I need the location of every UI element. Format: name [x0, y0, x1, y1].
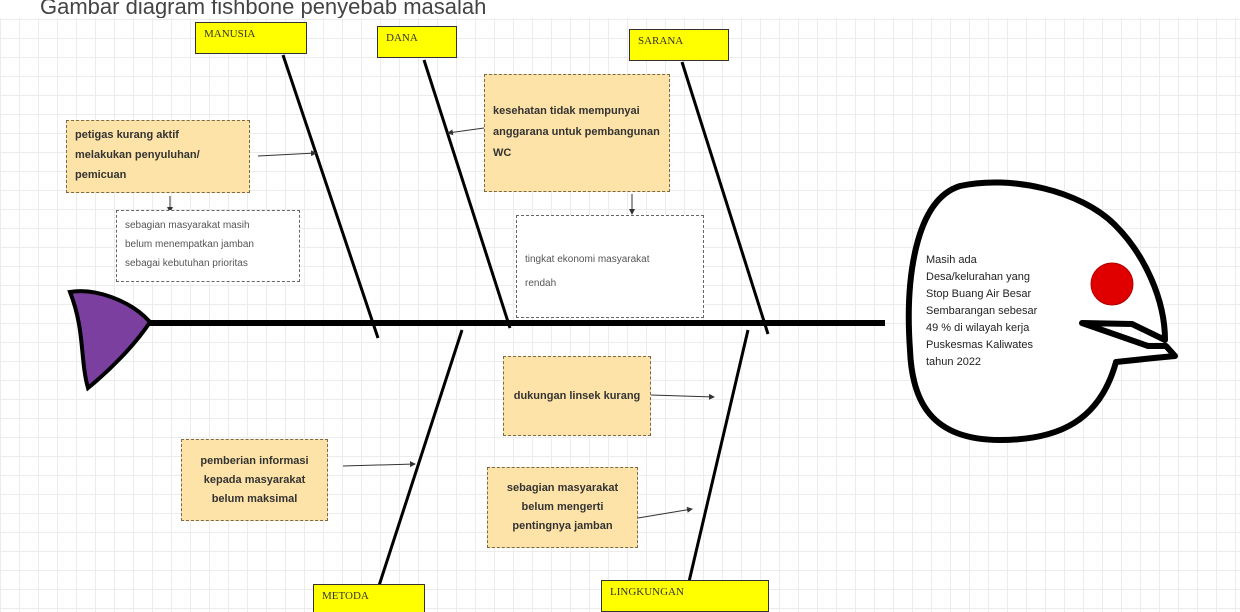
problem-line: Sembarangan sebesar	[926, 305, 1038, 317]
cause-line: petigas kurang aktif	[75, 129, 179, 141]
problem-line: Puskesmas Kaliwates	[926, 339, 1033, 351]
cause-line: sebagian masyarakat	[506, 482, 619, 494]
problem-statement: Masih ada Desa/kelurahan yang Stop Buang…	[926, 252, 1074, 371]
cause-line: pentingnya jamban	[512, 520, 613, 532]
category-label-metoda: METODA	[313, 584, 425, 612]
bone-metoda	[373, 329, 464, 599]
cause-line: belum mengerti	[521, 501, 604, 513]
note-line: sebagai kebutuhan prioritas	[125, 258, 248, 269]
problem-line: 49 % di wilayah kerja	[926, 322, 1030, 334]
category-label-dana: DANA	[377, 26, 457, 58]
category-label-manusia: MANUSIA	[195, 22, 307, 54]
cause-line: dukungan linsek kurang	[513, 389, 641, 402]
arrow-informasi	[342, 461, 416, 468]
arrow-petugas	[257, 150, 317, 157]
cause-box-informasi: pemberian informasi kepada masyarakat be…	[181, 439, 328, 521]
note-box-masyarakat-jamban: sebagian masyarakat masih belum menempat…	[116, 210, 300, 282]
arrow-pentingnya	[637, 506, 693, 519]
cut-off-caption: Gambar diagram fishbone penyebab masalah	[0, 0, 1240, 18]
bone-sarana	[680, 61, 770, 335]
cause-box-kesehatan-anggaran: kesehatan tidak mempunyai anggarana untu…	[484, 74, 670, 192]
category-label-sarana: SARANA	[629, 29, 729, 61]
fish-eye	[1090, 262, 1134, 306]
cause-line: WC	[493, 147, 512, 159]
fish-head	[905, 179, 1178, 443]
cause-box-dukungan: dukungan linsek kurang	[503, 356, 651, 436]
cause-box-petugas: petigas kurang aktif melakukan penyuluha…	[66, 120, 250, 193]
bone-lingkungan	[686, 329, 750, 587]
cause-line: kepada masyarakat	[203, 473, 306, 486]
note-line: rendah	[525, 278, 557, 289]
cause-line: pemberian informasi	[200, 454, 309, 467]
note-line: tingkat ekonomi masyarakat	[525, 254, 650, 265]
note-line: sebagian masyarakat masih	[125, 220, 250, 231]
arrow-dukungan	[650, 393, 715, 400]
problem-line: tahun 2022	[926, 356, 982, 368]
cause-line: anggarana untuk pembangunan	[493, 126, 660, 138]
bone-manusia	[281, 54, 380, 339]
cause-line: belum maksimal	[211, 492, 298, 505]
problem-line: Stop Buang Air Besar	[926, 288, 1032, 300]
cause-line: pemicuan	[75, 169, 127, 181]
arrow-kesehatan	[447, 127, 485, 136]
cause-box-pentingnya: sebagian masyarakat belum mengerti penti…	[487, 467, 638, 548]
note-line: belum menempatkan jamban	[125, 239, 254, 250]
fish-tail	[67, 289, 153, 392]
category-label-lingkungan: LINGKUNGAN	[601, 580, 769, 612]
cause-line: kesehatan tidak mempunyai	[493, 105, 640, 117]
problem-line: Masih ada	[926, 254, 977, 266]
bone-dana	[422, 59, 512, 329]
cause-line: melakukan penyuluhan/	[75, 149, 200, 161]
problem-line: Desa/kelurahan yang	[926, 271, 1030, 283]
note-box-ekonomi: tingkat ekonomi masyarakat rendah	[516, 215, 704, 318]
